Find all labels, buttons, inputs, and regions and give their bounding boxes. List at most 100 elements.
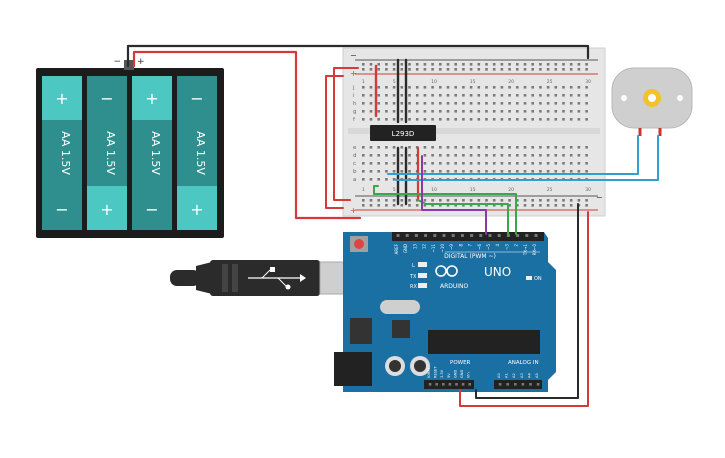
dc-motor[interactable] — [611, 67, 693, 136]
digital-pin: AREF — [394, 243, 399, 254]
digital-pin: ~11 — [431, 244, 436, 253]
cell-label: AA 1.5V — [59, 131, 72, 175]
led-l-label: L — [412, 263, 415, 269]
power-pin: 5V — [447, 373, 451, 378]
digital-pin: 2 — [514, 244, 519, 247]
wires[interactable] — [126, 44, 659, 407]
row-letter: g — [353, 109, 357, 115]
digital-pin: 4 — [495, 244, 500, 247]
battery-terminal-plus: + — [137, 57, 145, 67]
wire-blue-2[interactable] — [395, 135, 659, 181]
cell-top-sign: + — [145, 89, 158, 108]
col-number: 25 — [547, 187, 553, 193]
analog-header[interactable] — [494, 380, 542, 389]
cell-top-sign: − — [190, 89, 203, 108]
cell-label: AA 1.5V — [149, 131, 162, 175]
col-number: 25 — [547, 79, 553, 85]
row-letter: d — [353, 153, 357, 159]
row-letter: h — [353, 101, 357, 107]
brand-label: ARDUINO — [440, 283, 469, 290]
usb-icon — [248, 267, 306, 290]
digital-pin: ~10 — [440, 244, 445, 253]
row-letter: b — [353, 169, 357, 175]
col-number: 5 — [393, 187, 396, 193]
on-label: ON — [534, 276, 542, 282]
battery-cell[interactable]: + − AA 1.5V — [42, 76, 82, 230]
cell-bottom-sign: + — [190, 200, 203, 219]
rail-top-plus: + — [350, 69, 357, 78]
analog-pin: A0 — [497, 373, 501, 378]
col-number: 10 — [431, 79, 437, 85]
col-number: 1 — [362, 187, 365, 193]
col-number: 30 — [585, 79, 591, 85]
col-number: 1 — [362, 79, 365, 85]
power-pin: Vin — [467, 372, 471, 378]
analog-pin: A4 — [527, 373, 531, 378]
digital-pin: 7 — [468, 244, 473, 247]
led-rx-label: RX — [410, 284, 417, 290]
digital-pin: 12 — [422, 244, 427, 250]
wire-purple[interactable] — [421, 155, 487, 235]
row-letter: c — [353, 161, 356, 167]
row-letter: e — [353, 145, 357, 151]
row-letter: i — [353, 93, 355, 99]
wire-black-gnd[interactable] — [475, 203, 579, 399]
digital-pin: RX←0 — [532, 244, 537, 256]
cell-top-sign: + — [55, 89, 68, 108]
power-pin: IOREF — [427, 367, 431, 378]
digital-pin: 13 — [412, 244, 417, 250]
model-label: UNO — [484, 265, 511, 279]
cell-bottom-sign: − — [145, 200, 158, 219]
battery-pack[interactable]: +−AA 1.5V−+AA 1.5V+−AA 1.5V−+AA 1.5V − + — [36, 57, 224, 238]
analog-pin: A3 — [520, 373, 524, 378]
wire-red-5v[interactable] — [459, 211, 589, 407]
col-number: 5 — [393, 79, 396, 85]
led-tx-label: TX — [409, 274, 417, 280]
rail-top-minus: − — [350, 51, 357, 60]
l293d-chip[interactable]: L293D — [370, 125, 436, 141]
wire-battery-minus[interactable] — [126, 44, 590, 68]
analog-label: ANALOG IN — [508, 360, 539, 366]
col-number: 30 — [585, 187, 591, 193]
power-jack[interactable] — [334, 352, 372, 386]
power-label: POWER — [450, 360, 471, 366]
cell-bottom-sign: − — [55, 200, 68, 219]
wire-green[interactable] — [373, 185, 517, 235]
arduino-logo-icon — [435, 265, 458, 277]
battery-cell[interactable]: − + AA 1.5V — [177, 76, 217, 230]
col-number: 20 — [508, 79, 514, 85]
battery-cell[interactable]: + − AA 1.5V — [132, 76, 172, 230]
cell-label: AA 1.5V — [104, 131, 117, 175]
power-pin: GND — [460, 370, 464, 378]
analog-pin: A1 — [505, 373, 509, 378]
power-pin: 3.3V — [440, 369, 444, 378]
digital-pin: ~3 — [504, 244, 509, 250]
atmega-chip — [428, 330, 540, 354]
analog-pin: A2 — [512, 373, 516, 378]
analog-pin: A5 — [535, 373, 539, 378]
row-letter: a — [353, 177, 356, 183]
col-number: 15 — [470, 187, 476, 193]
cell-label: AA 1.5V — [194, 131, 207, 175]
row-letter: j — [352, 85, 355, 91]
digital-label: DIGITAL (PWM ~) — [444, 253, 496, 260]
col-number: 15 — [470, 79, 476, 85]
battery-cell[interactable]: −+AA 1.5V — [87, 76, 127, 230]
wire-battery-plus[interactable] — [132, 50, 362, 220]
digital-header[interactable] — [392, 232, 544, 241]
wire-blue-1[interactable] — [387, 135, 639, 175]
cell-bottom-sign: + — [100, 200, 113, 219]
power-pin: GND — [453, 370, 457, 378]
digital-pin: ~5 — [486, 244, 491, 250]
usb-cable[interactable] — [170, 260, 361, 296]
row-letter: f — [353, 117, 356, 123]
power-pin: RESET — [434, 366, 438, 378]
rail-bottom-minus: − — [596, 193, 603, 202]
chip-label: L293D — [392, 130, 415, 138]
